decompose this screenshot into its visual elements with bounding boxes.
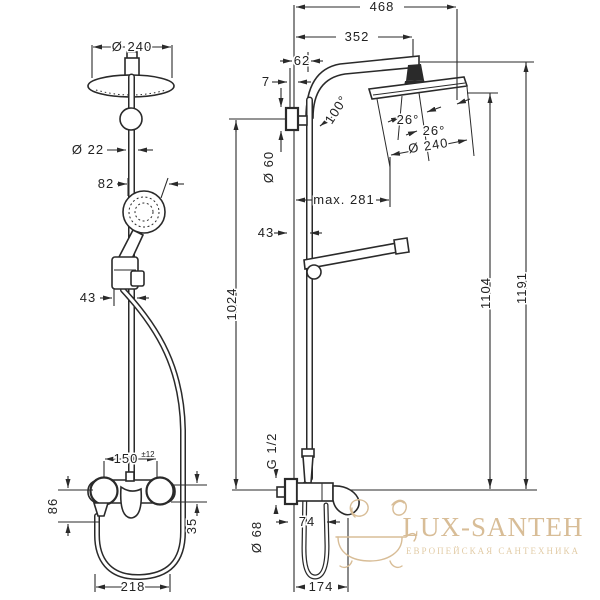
overhead-shower-side [367, 64, 475, 168]
dim-head-diameter-side: Ø 240 [407, 135, 449, 156]
dim-pipe-diameter: Ø 22 [72, 142, 104, 157]
dim-max-reach: max. 281 [313, 192, 374, 207]
front-view: Ø 240 Ø 22 82 43 150 ±12 [44, 38, 207, 596]
watermark-title: LUX-SANTEH [403, 512, 584, 542]
dim-spray-angle-left: 26° [397, 112, 420, 127]
hand-shower-side [303, 237, 410, 280]
dim-hose-offset: 74 [299, 514, 315, 529]
dim-valve-right-drop: 35 [184, 518, 199, 534]
dim-height-total: 1191 [514, 272, 529, 304]
dim-valve-centers-tolerance: ±12 [141, 450, 155, 459]
watermark: LUX-SANTEH ЕВРОПЕЙСКАЯ САНТЕХНИКА [335, 499, 584, 569]
mixer-valve-side [276, 477, 360, 516]
dim-pipe-offset: 43 [258, 225, 274, 240]
side-view: 468 352 62 7 100° Ø 60 [223, 0, 537, 596]
dim-height-head: 1104 [478, 277, 493, 309]
dim-spray-angle-right: 26° [423, 123, 446, 138]
dim-total-depth: 468 [370, 0, 395, 14]
dim-hand-shower-width: 82 [98, 176, 114, 191]
watermark-subtitle: ЕВРОПЕЙСКАЯ САНТЕХНИКА [406, 546, 580, 556]
pipe-ring [119, 107, 143, 131]
hose-side [301, 448, 330, 580]
wall-bracket [284, 106, 308, 132]
hose-nipple [92, 502, 110, 517]
dim-wall-gap: 62 [294, 53, 310, 68]
dim-valve-centers: 150 [114, 451, 139, 466]
dim-valve-width: 218 [121, 579, 146, 594]
dim-arm-reach: 352 [345, 29, 370, 44]
dim-head-diameter: Ø 240 [112, 39, 152, 54]
dim-connection-thread: G 1/2 [264, 433, 279, 470]
mixer-lever [119, 485, 143, 519]
bathtub-logo-icon [335, 499, 417, 569]
dim-escutcheon-diameter: Ø 68 [249, 521, 264, 553]
dim-arm-angle: 100° [322, 93, 351, 127]
dim-holder-offset: 43 [80, 290, 96, 305]
dim-height-bracket: 1024 [224, 288, 239, 321]
dim-bracket-diameter: Ø 60 [261, 151, 276, 183]
front-dimensions: Ø 240 Ø 22 82 43 150 ±12 [44, 38, 207, 596]
dim-bracket-gap: 7 [262, 74, 270, 89]
shower-hose [94, 287, 186, 581]
hand-shower [94, 190, 186, 581]
dim-valve-drop: 86 [45, 498, 60, 514]
dim-valve-depth: 174 [309, 579, 334, 594]
mixer-valve [87, 471, 176, 519]
